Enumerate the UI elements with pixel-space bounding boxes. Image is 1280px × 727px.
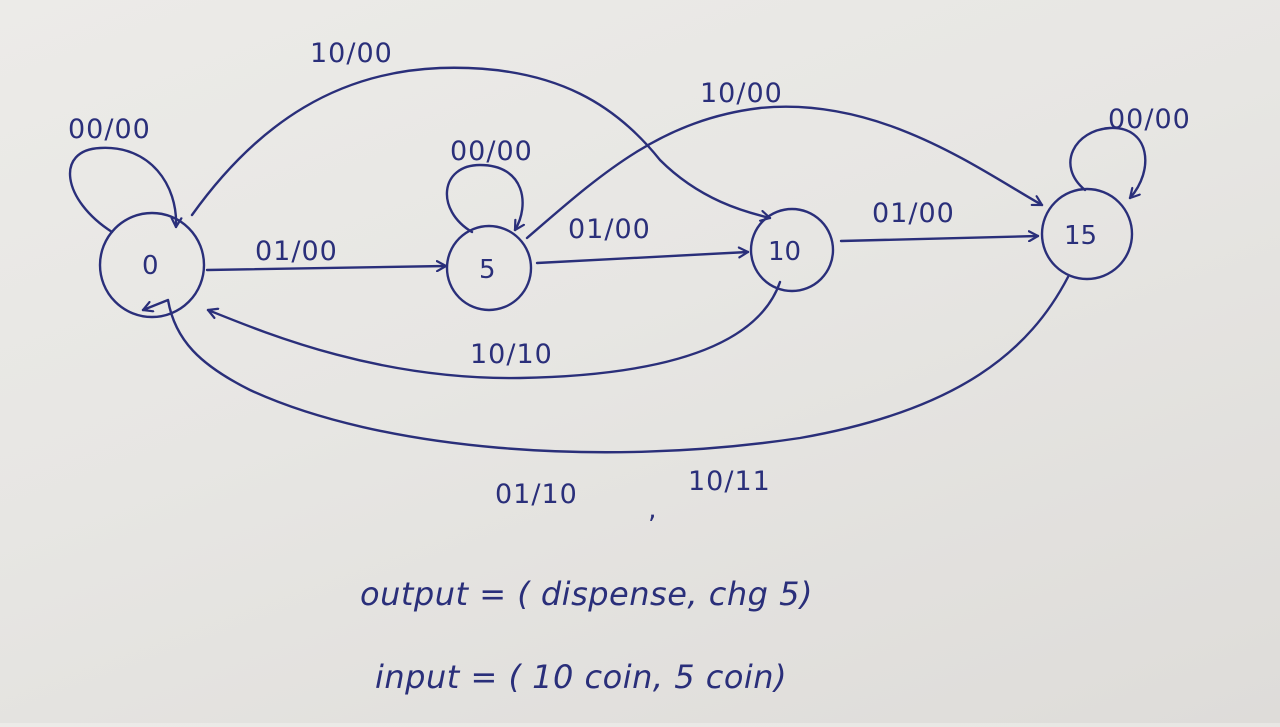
state-0-label: 0	[142, 251, 159, 281]
state-15: 15	[1040, 187, 1134, 281]
label-10-to-15: 01/00	[872, 198, 955, 229]
label-15-self: 00/00	[1108, 104, 1191, 135]
edge-15-to-0	[143, 275, 1070, 454]
label-5-self: 00/00	[450, 136, 533, 167]
state-10-label: 10	[768, 237, 801, 267]
edge-10-to-0	[206, 280, 782, 380]
edge-0-to-5	[205, 266, 448, 270]
legend-input: input = ( 10 coin, 5 coin)	[375, 658, 787, 696]
state-10: 10	[749, 207, 835, 293]
label-0-to-5: 01/00	[255, 236, 338, 267]
label-10-to-0: 10/10	[470, 339, 553, 370]
edge-15-self	[1069, 126, 1147, 200]
state-5: 5	[445, 224, 533, 312]
label-0-to-10: 10/00	[310, 38, 393, 69]
label-15-to-0-separator: ,	[648, 494, 658, 525]
label-15-to-0-b: 10/11	[688, 466, 771, 497]
label-0-self: 00/00	[68, 114, 151, 145]
edge-0-self	[68, 146, 176, 234]
state-0: 0	[98, 211, 206, 319]
state-15-label: 15	[1064, 221, 1097, 251]
label-15-to-0-a: 01/10	[495, 479, 578, 510]
edge-5-self	[445, 163, 523, 234]
edge-5-to-10	[535, 252, 750, 265]
label-5-to-10: 01/00	[568, 214, 651, 245]
state-5-label: 5	[479, 255, 496, 285]
label-5-to-15: 10/00	[700, 78, 783, 109]
edge-5-to-15	[525, 105, 1044, 240]
edge-0-to-10	[190, 66, 772, 218]
edge-10-to-15	[839, 236, 1040, 241]
legend-output: output = ( dispense, chg 5)	[360, 575, 813, 613]
